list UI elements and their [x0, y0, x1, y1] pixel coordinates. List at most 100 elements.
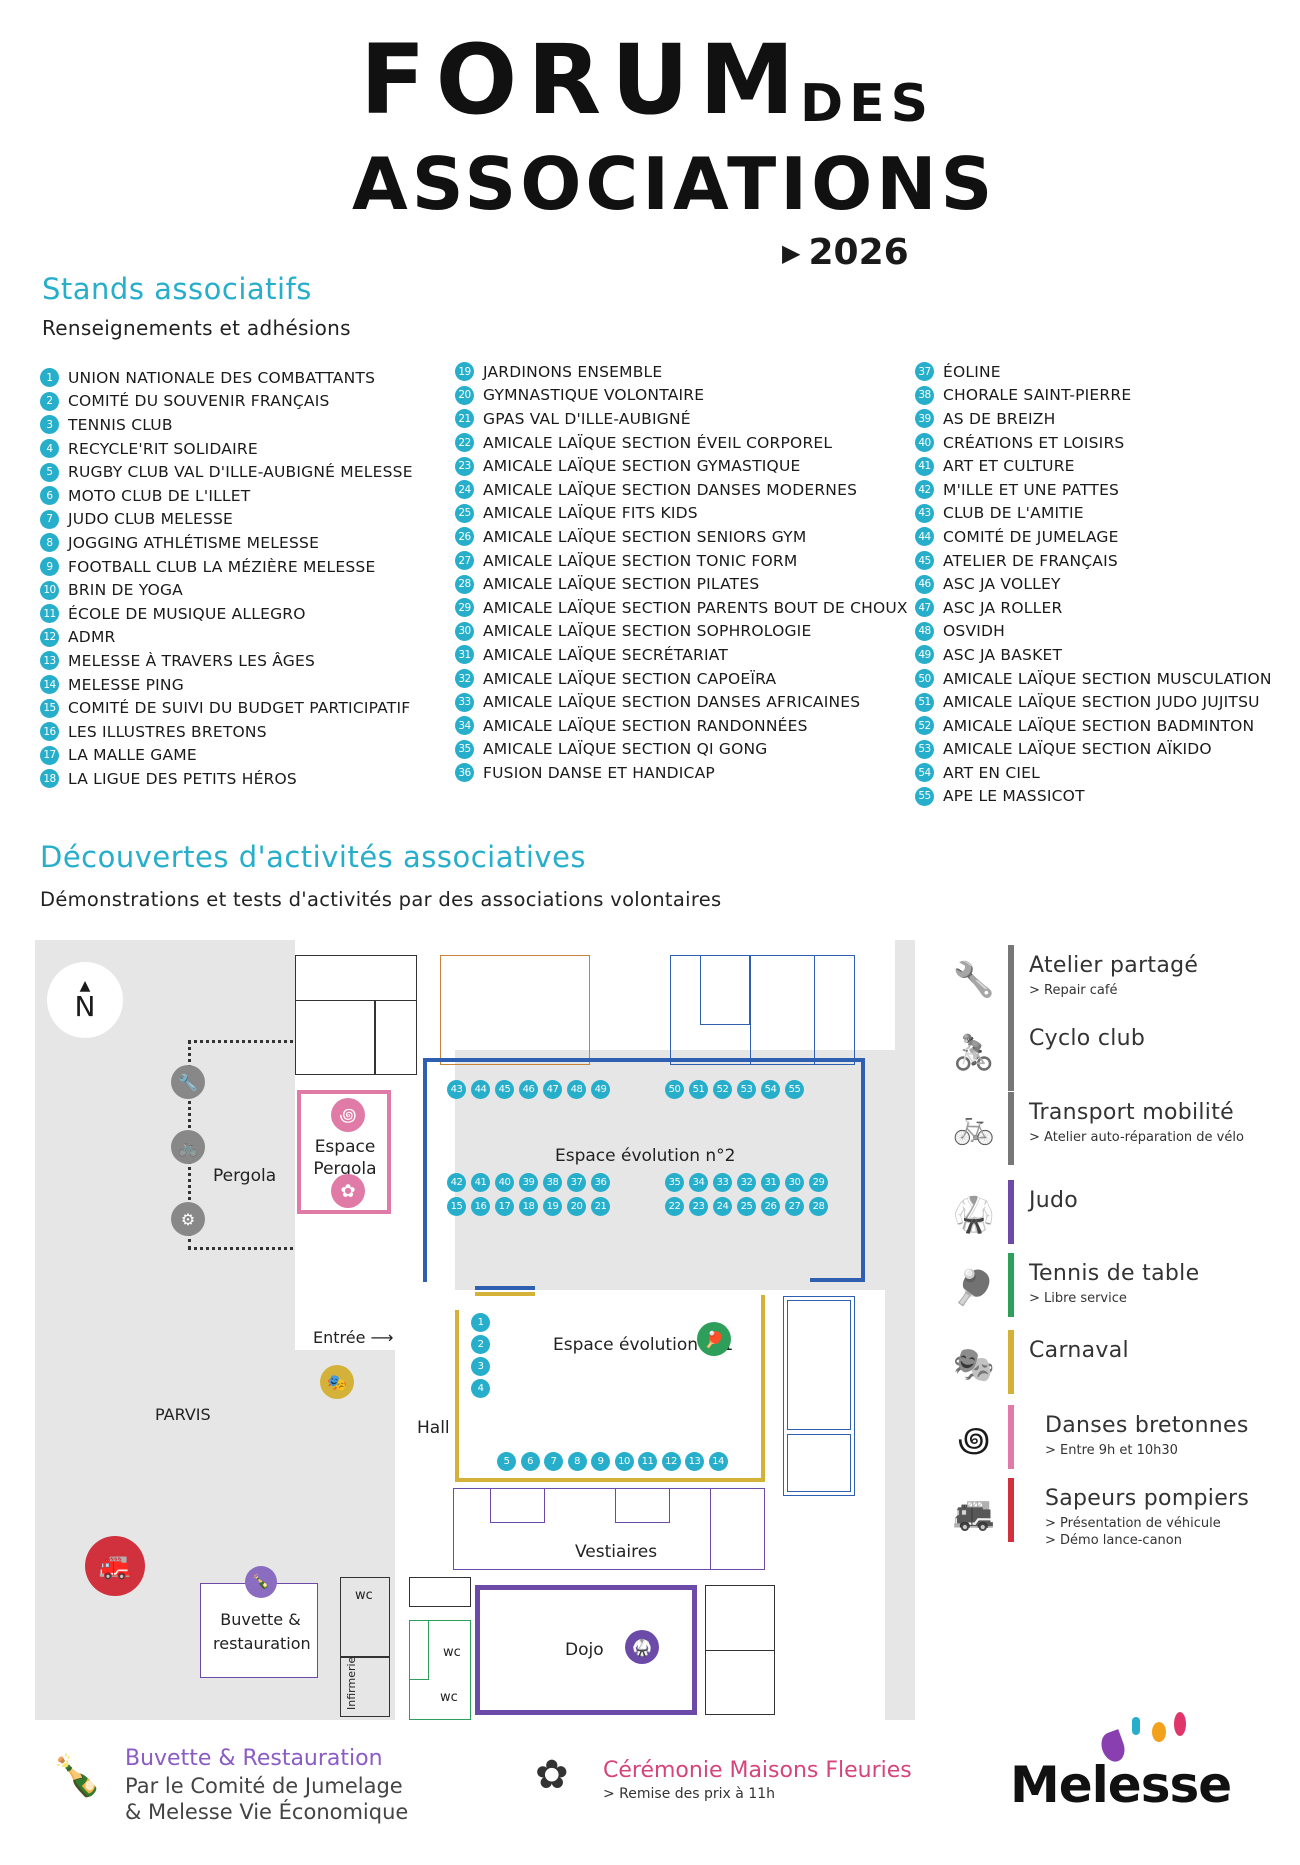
- stand-number: 38: [915, 385, 934, 405]
- stand-number: 55: [915, 786, 934, 806]
- stand-dot: 17: [495, 1197, 514, 1216]
- stand-dot: 31: [761, 1173, 780, 1192]
- legend-color-bar: [1008, 1018, 1014, 1091]
- legend-label: Danses bretonnes: [1045, 1413, 1249, 1438]
- vestiaires-label: Vestiaires: [575, 1542, 658, 1562]
- stand-number: 30: [455, 621, 474, 641]
- triskel-icon: ꩜: [957, 1420, 991, 1460]
- stand-label: AMICALE LAÏQUE SECTION TONIC FORM: [483, 551, 798, 570]
- stand-dot: 2: [471, 1335, 490, 1354]
- triskel-marker-icon: ꩜: [331, 1098, 365, 1132]
- bike-stand-marker-icon: ⚙: [171, 1202, 205, 1236]
- stand-number: 8: [40, 533, 59, 553]
- stand-dot: 47: [543, 1080, 562, 1099]
- wc-1-label: wc: [355, 1588, 373, 1603]
- espace-pergola-label: Espace Pergola: [313, 1137, 377, 1179]
- stand-dot: 28: [809, 1197, 828, 1216]
- stand-dot: 44: [471, 1080, 490, 1099]
- stand-dot: 26: [761, 1197, 780, 1216]
- stand-dot: 3: [471, 1357, 490, 1376]
- stand-dot: 1: [471, 1313, 490, 1332]
- stand-label: AMICALE LAÏQUE FITS KIDS: [483, 504, 698, 523]
- repair-marker-icon: 🔧: [171, 1065, 205, 1099]
- north-arrow-icon: ▲: [79, 978, 91, 994]
- legend-label: Sapeurs pompiers: [1045, 1486, 1250, 1511]
- stand-dot: 7: [544, 1452, 563, 1471]
- mask-marker-icon: 🎭: [320, 1365, 354, 1399]
- cyclist-icon: 🚴: [952, 1033, 996, 1073]
- legend-color-bar: [1008, 945, 1014, 1018]
- north-block: [295, 940, 895, 1050]
- legend-sublabel: > Libre service: [1029, 1291, 1127, 1306]
- footer-buvette-line1: Par le Comité de Jumelage: [125, 1774, 403, 1798]
- stand-label: AMICALE LAÏQUE SECTION RANDONNÉES: [483, 716, 808, 735]
- stand-label: APE LE MASSICOT: [943, 787, 1085, 806]
- stand-number: 45: [915, 551, 934, 571]
- divider-yellow: [475, 1292, 535, 1296]
- legend-color-bar: [1008, 1405, 1014, 1469]
- room-north-blue-a: [700, 955, 750, 1025]
- stand-number: 12: [40, 627, 59, 647]
- legend-sublabel: > Atelier auto-réparation de vélo: [1029, 1130, 1244, 1145]
- forum-title: FORUM DES ASSOCIATIONS ▶ 2026: [352, 24, 992, 284]
- stand-label: M'ILLE ET UNE PATTES: [943, 480, 1120, 499]
- stand-dot: 20: [567, 1197, 586, 1216]
- stand-label: MELESSE À TRAVERS LES ÂGES: [68, 651, 316, 670]
- stand-dot: 10: [614, 1452, 634, 1471]
- stand-dot: 14: [708, 1452, 728, 1471]
- stand-label: ATELIER DE FRANÇAIS: [943, 551, 1118, 570]
- stand-item: 45 ATELIER DE FRANÇAIS: [915, 549, 1272, 573]
- logo-mark-icon: [1097, 1712, 1202, 1765]
- stand-dot: 34: [689, 1173, 708, 1192]
- legend-label: Atelier partagé: [1029, 953, 1199, 978]
- wc-2-label: wc: [443, 1645, 461, 1660]
- stand-number: 3: [40, 415, 59, 435]
- flower-marker-icon: ✿: [331, 1174, 365, 1208]
- legend-sublabel: > Entre 9h et 10h30: [1045, 1443, 1178, 1458]
- stand-label: CLUB DE L'AMITIE: [943, 504, 1084, 523]
- stand-dot: 35: [665, 1173, 684, 1192]
- stand-number: 39: [915, 409, 934, 429]
- stand-label: AMICALE LAÏQUE SECTION PARENTS BOUT DE C…: [483, 598, 908, 617]
- stand-number: 25: [455, 503, 474, 523]
- stand-dot: 27: [785, 1197, 804, 1216]
- stand-number: 53: [915, 739, 934, 759]
- stand-label: AMICALE LAÏQUE SECTION PILATES: [483, 575, 760, 594]
- legend-sublabel: > Repair café: [1029, 983, 1118, 998]
- parvis-label: PARVIS: [155, 1405, 211, 1424]
- wc-3-label: wc: [440, 1690, 458, 1705]
- stand-number: 17: [40, 745, 59, 765]
- stand-number: 15: [40, 698, 59, 718]
- stand-number: 13: [40, 651, 59, 671]
- espace-1-left: [455, 1310, 459, 1480]
- stand-label: FOOTBALL CLUB LA MÉZIÈRE MELESSE: [68, 557, 376, 576]
- stand-label: ÉOLINE: [943, 362, 1001, 381]
- pergola-label: Pergola: [213, 1166, 277, 1186]
- stand-label: CHORALE SAINT-PIERRE: [943, 386, 1132, 405]
- stand-number: 27: [455, 551, 474, 571]
- stand-label: FUSION DANSE ET HANDICAP: [483, 763, 715, 782]
- stand-label: AMICALE LAÏQUE SECTION CAPOEÏRA: [483, 669, 777, 688]
- stand-dot: 30: [785, 1173, 804, 1192]
- stand-number: 19: [455, 362, 474, 382]
- stand-label: AMICALE LAÏQUE SECRÉTARIAT: [483, 645, 729, 664]
- stand-number: 7: [40, 509, 59, 529]
- stand-label: MOTO CLUB DE L'ILLET: [68, 486, 251, 505]
- north-indicator: ▲ N: [47, 962, 123, 1038]
- title-line2: ASSOCIATIONS: [352, 142, 997, 226]
- ping-pong-marker-icon: 🏓: [697, 1322, 731, 1356]
